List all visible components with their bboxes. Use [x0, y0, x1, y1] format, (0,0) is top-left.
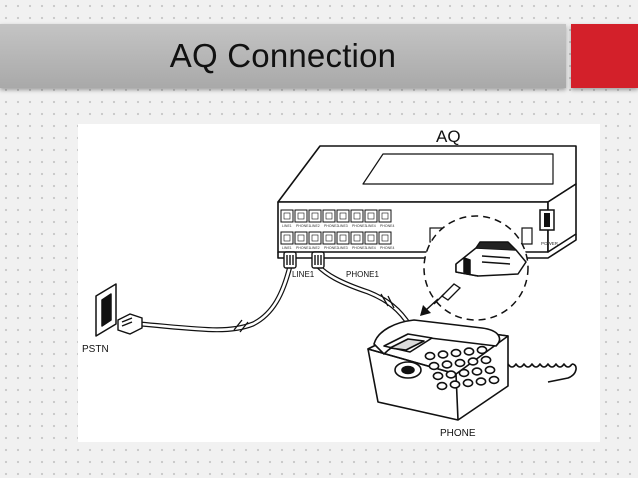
port-caption: LINE4: [366, 246, 376, 250]
port-caption: LINE1: [282, 224, 292, 228]
diagram-svg: AQ LINE1 PHONE1 LINE2 PHONE2 LINE3 PH: [82, 127, 577, 439]
keypad-button: [449, 380, 461, 389]
rj11-port-slot: [367, 234, 375, 242]
rj11-port-slot: [353, 212, 361, 220]
pstn-cable: [137, 263, 293, 333]
line1-label: LINE1: [292, 270, 315, 279]
device-top-panel: [362, 153, 554, 185]
keypad-button: [441, 360, 453, 369]
top-port-row: [280, 209, 392, 223]
cable-break-mark: [233, 319, 249, 333]
rj11-port-slot: [311, 234, 319, 242]
device-base: [277, 234, 577, 259]
port-caption: LINE1: [282, 246, 292, 250]
rj11-port-slot: [381, 234, 389, 242]
rj11-port-slot: [311, 212, 319, 220]
phone-coiled-cord: [507, 363, 573, 368]
keypad-button: [428, 361, 440, 371]
phone1-plug: [311, 251, 325, 269]
keypad-button: [476, 345, 488, 355]
keypad-button: [475, 377, 487, 386]
pstn-cable-inner: [138, 264, 292, 332]
bottom-port-row: [280, 231, 392, 245]
port-caption: LINE4: [366, 224, 376, 228]
keypad-button: [445, 370, 457, 379]
keypad-button: [450, 348, 462, 358]
slide-title: AQ Connection: [169, 37, 397, 74]
power-label: POWER: [541, 241, 559, 246]
rj11-port-slot: [283, 212, 291, 220]
keypad-button: [424, 351, 436, 361]
keypad-button: [488, 375, 500, 385]
device-label: AQ: [436, 127, 461, 146]
connection-diagram: AQ LINE1 PHONE1 LINE2 PHONE2 LINE3 PH: [78, 124, 600, 442]
zoom-arrow: [420, 298, 439, 316]
telephone: [367, 319, 577, 421]
port-rows: [280, 209, 392, 245]
port-caption: LINE3: [338, 246, 348, 250]
keypad-button: [462, 378, 474, 388]
rj11-port-slot: [297, 234, 305, 242]
keypad-button: [437, 350, 449, 359]
keypad-button: [471, 367, 483, 376]
rj11-port-slot: [283, 234, 291, 242]
rj11-port-slot: [339, 234, 347, 242]
power-switch-toggle: [544, 213, 550, 227]
port-caption: PHONE2: [324, 246, 338, 250]
rj11-port-slot: [367, 212, 375, 220]
phone-label: PHONE: [440, 428, 476, 439]
zoomed-connector: [455, 241, 527, 277]
port-caption: PHONE4: [380, 246, 394, 250]
rj11-port-slot: [339, 212, 347, 220]
keypad-button: [458, 368, 470, 378]
rj11-port-slot: [381, 212, 389, 220]
cable-break-mark: [380, 293, 395, 309]
port-caption: PHONE3: [352, 246, 366, 250]
keypad-button: [484, 365, 496, 375]
rj11-port-slot: [325, 212, 333, 220]
port-caption: PHONE4: [380, 224, 394, 228]
accent-block: [571, 24, 638, 88]
pstn-wall-socket: [95, 283, 117, 337]
line1-plug: [283, 251, 297, 269]
device-indicator: [521, 227, 533, 245]
keypad-button: [436, 381, 448, 391]
phone1-label: PHONE1: [346, 270, 379, 279]
port-caption: LINE2: [310, 246, 320, 250]
keypad-button: [432, 371, 444, 381]
keypad-button: [467, 357, 479, 366]
keypad-button: [463, 347, 475, 356]
port-caption-row-bottom: LINE1 PHONE1 LINE2 PHONE2 LINE3 PHONE3 L…: [282, 246, 394, 250]
title-bar: AQ Connection: [0, 24, 566, 88]
pstn-plug: [117, 313, 143, 335]
port-caption: PHONE3: [352, 224, 366, 228]
keypad-button: [454, 358, 466, 368]
phone-cable-inner: [316, 264, 412, 328]
rj11-port-slot: [297, 212, 305, 220]
port-caption: LINE3: [338, 224, 348, 228]
pstn-label: PSTN: [82, 344, 109, 355]
rj11-port-slot: [353, 234, 361, 242]
port-caption: PHONE1: [296, 224, 310, 228]
port-caption: LINE2: [310, 224, 320, 228]
port-caption: PHONE2: [324, 224, 338, 228]
port-caption-row-top: LINE1 PHONE1 LINE2 PHONE2 LINE3 PHONE3 L…: [282, 224, 394, 228]
phone-keypad: [424, 345, 500, 391]
zoomed-plug: [433, 283, 462, 305]
keypad-button: [480, 355, 492, 365]
port-caption: PHONE1: [296, 246, 310, 250]
rj11-port-slot: [325, 234, 333, 242]
